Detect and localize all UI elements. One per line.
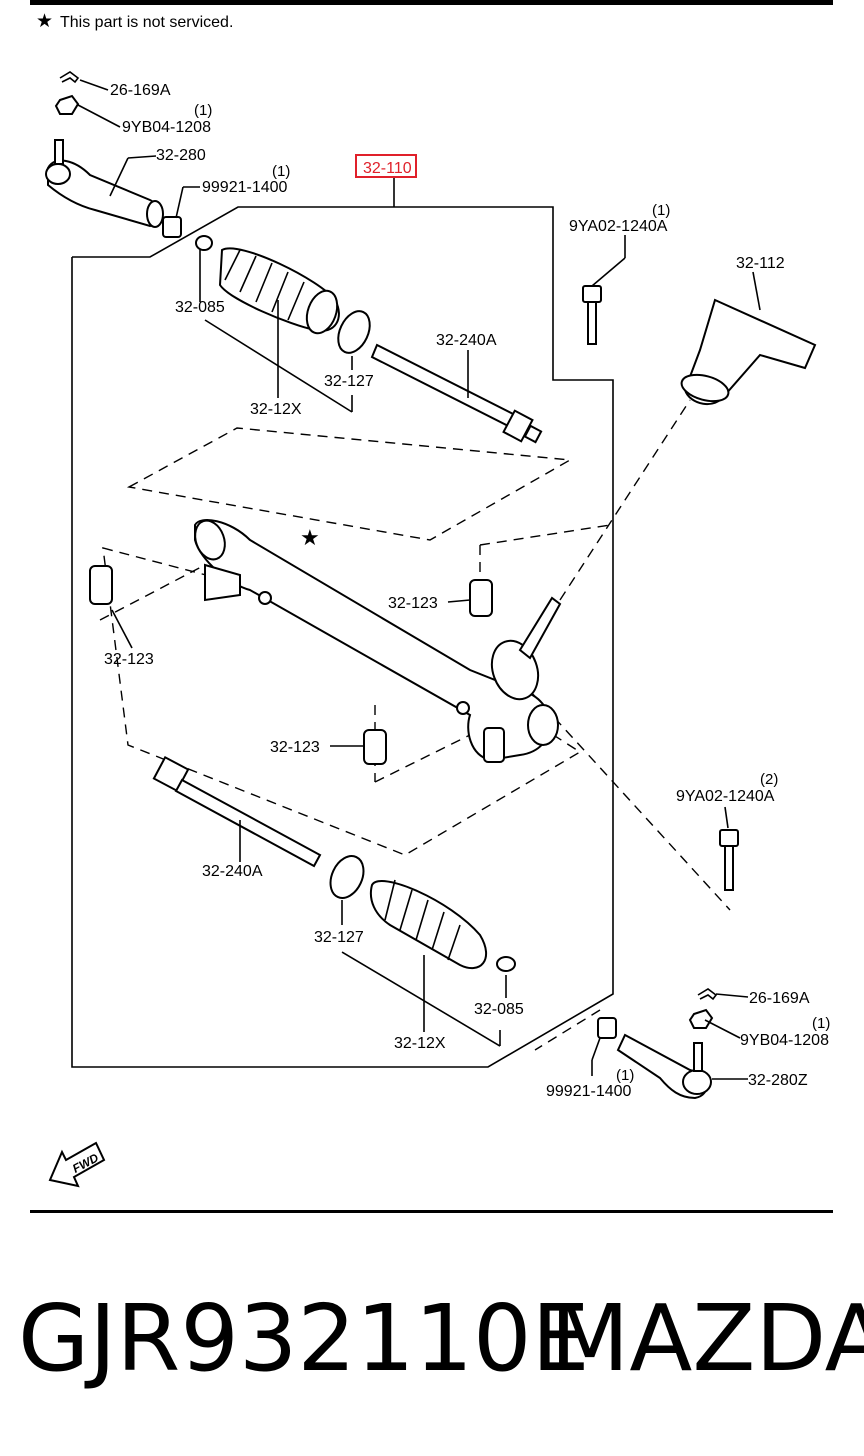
rack-housing [194,519,562,763]
note-star-icon: ★ [36,10,53,32]
boot-bottom [370,879,487,970]
label-26-169A-top: 26-169A [110,82,171,99]
bottom-rule [30,1210,833,1213]
qty-99921-top: (1) [272,163,290,180]
label-32-12X-bottom: 32-12X [394,1035,446,1052]
nut-9yb04-top [54,94,80,115]
label-99921-bottom: 99921-1400 [546,1083,632,1100]
tie-rod-end-bottom [616,1033,712,1100]
bushing-bottom [363,729,387,765]
bolt-top [582,285,602,345]
washer-99921-top [162,216,182,238]
note-text: This part is not serviced. [60,14,233,31]
tie-rod-bottom [152,755,322,868]
bolt-bottom [719,829,739,891]
label-26-169A-bottom: 26-169A [749,990,810,1007]
label-32-123-bottom: 32-123 [270,739,320,756]
top-rule [30,0,833,5]
qty-9YA02-top: (1) [652,202,670,219]
label-9YA02-bottom: 9YA02-1240A [676,788,775,805]
clamp-32-085-top [195,235,213,251]
tie-rod-end-top [45,139,164,228]
label-9YB04-top: 9YB04-1208 [122,119,211,136]
qty-9YB04-bottom: (1) [812,1015,830,1032]
label-32-110: 32-110 [363,160,412,177]
nut-9yb04-bottom [688,1008,714,1029]
leader-lines [77,79,761,1080]
bushing-left [89,565,113,605]
dash-box-top [126,427,573,541]
label-32-085-bottom: 32-085 [474,1001,524,1018]
label-32-280: 32-280 [156,147,206,164]
label-32-112: 32-112 [736,255,785,272]
label-9YB04-bottom: 9YB04-1208 [740,1032,829,1049]
part-number: GJR932110E [18,1285,590,1392]
label-32-240A-bottom: 32-240A [202,863,263,880]
assembly-outline [71,206,614,1068]
label-32-240A-top: 32-240A [436,332,497,349]
qty-9YA02-bottom: (2) [760,771,778,788]
label-32-123-right: 32-123 [388,595,438,612]
clamp-32-085-bottom [496,956,516,972]
boot-top [218,247,340,335]
cotter-pin-top [59,71,80,84]
label-32-280Z: 32-280Z [748,1072,808,1089]
fwd-arrow-icon: FWD [48,1141,106,1188]
highlight-box-32-110 [355,154,417,178]
tie-rod-top [370,343,543,444]
cotter-pin-bottom [697,988,718,1001]
not-serviced-star-icon: ★ [300,526,320,551]
label-32-127-top: 32-127 [324,373,374,390]
label-32-085-top: 32-085 [175,299,225,316]
band-32-127-top [337,310,371,354]
label-9YA02-top: 9YA02-1240A [569,218,668,235]
qty-9YB04-top: (1) [194,102,212,119]
label-32-12X-top: 32-12X [250,401,302,418]
dust-boot-32-112 [680,298,817,405]
brand-name: MAZDA [550,1285,864,1392]
washer-99921-bottom [597,1017,617,1039]
bushing-right [469,579,493,617]
band-32-127-bottom [329,855,365,899]
qty-99921-bottom: (1) [616,1067,634,1084]
label-32-123-left: 32-123 [104,651,154,668]
label-32-127-bottom: 32-127 [314,929,364,946]
label-99921-top: 99921-1400 [202,179,288,196]
